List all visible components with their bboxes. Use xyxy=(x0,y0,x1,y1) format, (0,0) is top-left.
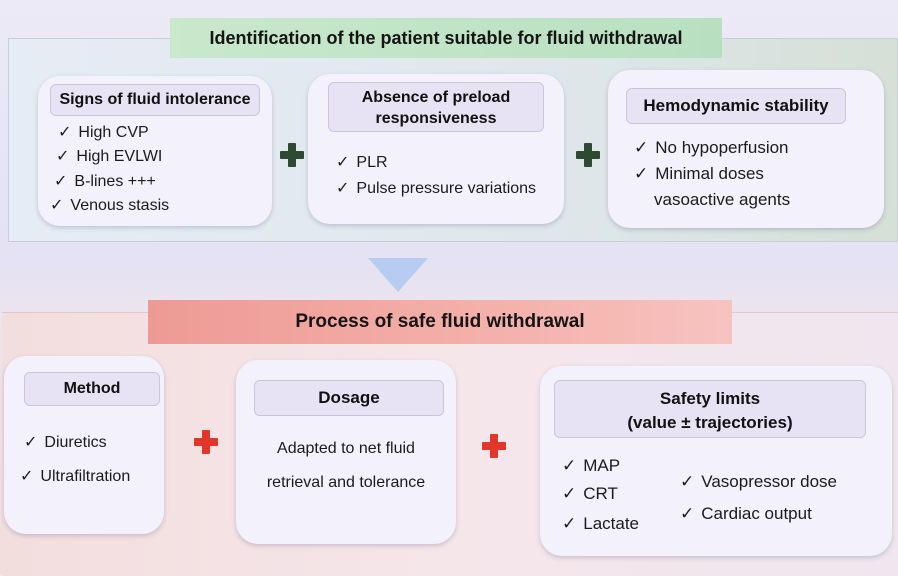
plus-icon xyxy=(576,143,600,167)
list-item: ✓Diuretics xyxy=(24,434,107,451)
list-item-continuation: vasoactive agents xyxy=(654,190,791,209)
process-title: Process of safe fluid withdrawal xyxy=(148,300,732,344)
check-icon: ✓ xyxy=(56,148,70,165)
check-icon: ✓ xyxy=(562,456,577,475)
fluid-intolerance-heading: Signs of fluid intolerance xyxy=(50,84,260,116)
check-icon: ✓ xyxy=(336,154,350,171)
hemodynamic-stability-card: Hemodynamic stability ✓No hypoperfusion … xyxy=(608,70,884,228)
list-item: ✓Pulse pressure variations xyxy=(336,180,537,197)
fluid-intolerance-card: Signs of fluid intolerance ✓High CVP ✓Hi… xyxy=(38,76,272,226)
check-icon: ✓ xyxy=(24,434,38,451)
arrow-down-icon xyxy=(368,258,428,292)
check-icon: ✓ xyxy=(58,124,72,141)
list-item: ✓No hypoperfusion xyxy=(634,138,789,157)
check-icon: ✓ xyxy=(562,514,577,533)
list-item: ✓Lactate xyxy=(562,514,640,533)
list-item: ✓Vasopressor dose xyxy=(680,472,838,491)
preload-responsiveness-heading: Absence of preload responsiveness xyxy=(328,82,544,132)
list-item: ✓Ultrafiltration xyxy=(20,468,131,485)
check-icon: ✓ xyxy=(634,138,649,157)
safety-limits-heading: Safety limits (value ± trajectories) xyxy=(554,380,866,438)
check-icon: ✓ xyxy=(336,180,350,197)
list-item: ✓B-lines +++ xyxy=(54,173,156,190)
check-icon: ✓ xyxy=(54,173,68,190)
list-item: ✓CRT xyxy=(562,484,618,503)
check-icon: ✓ xyxy=(20,468,34,485)
list-item: ✓Venous stasis xyxy=(50,197,170,214)
hemodynamic-stability-heading: Hemodynamic stability xyxy=(626,88,846,124)
list-item: ✓MAP xyxy=(562,456,621,475)
check-icon: ✓ xyxy=(634,164,649,183)
safety-limits-card: Safety limits (value ± trajectories) ✓MA… xyxy=(540,366,892,556)
list-item: ✓PLR xyxy=(336,154,388,171)
list-item: ✓Minimal doses xyxy=(634,164,764,183)
dosage-card: Dosage Adapted to net fluid retrieval an… xyxy=(236,360,456,544)
check-icon: ✓ xyxy=(680,472,695,491)
method-heading: Method xyxy=(24,372,160,406)
plus-icon xyxy=(280,143,304,167)
list-item: ✓High CVP xyxy=(58,124,149,141)
preload-responsiveness-card: Absence of preload responsiveness ✓PLR ✓… xyxy=(308,74,564,224)
check-icon: ✓ xyxy=(50,197,64,214)
plus-icon xyxy=(194,430,218,454)
plus-icon xyxy=(482,434,506,458)
method-card: Method ✓Diuretics ✓Ultrafiltration xyxy=(4,356,164,534)
list-item: ✓High EVLWI xyxy=(56,148,163,165)
list-item: ✓Cardiac output xyxy=(680,504,812,523)
check-icon: ✓ xyxy=(562,484,577,503)
identification-title: Identification of the patient suitable f… xyxy=(170,18,722,58)
check-icon: ✓ xyxy=(680,504,695,523)
dosage-heading: Dosage xyxy=(254,380,444,416)
dosage-text-line-2: retrieval and tolerance xyxy=(266,474,426,491)
dosage-text-line-1: Adapted to net fluid xyxy=(277,440,415,457)
